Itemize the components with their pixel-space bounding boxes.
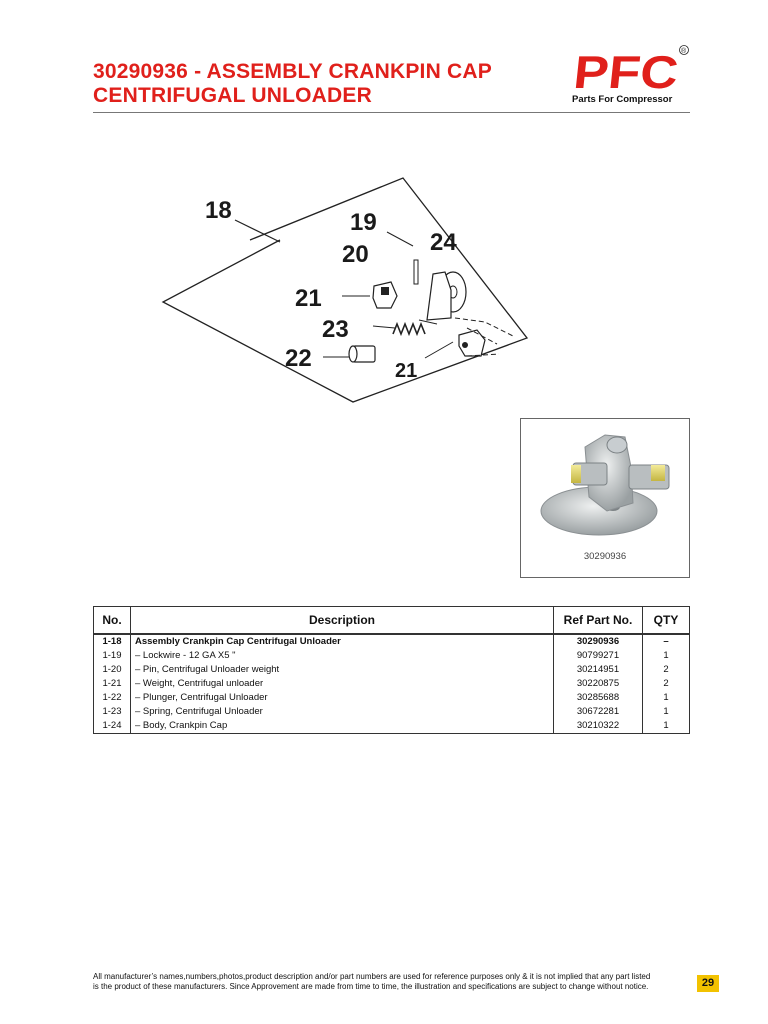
header-qty: QTY [642,606,690,635]
cell-no: 1-18 [93,634,131,649]
logo-text: PFC [572,46,681,98]
cell-ref: 30210322 [553,719,643,734]
cell-description: Assembly Crankpin Cap Centrifugal Unload… [130,634,554,649]
cell-qty: 1 [642,691,690,705]
cell-qty: – [642,634,690,649]
header-no: No. [93,606,131,635]
table-row: 1-23 – Spring, Centrifugal Unloader 3067… [93,705,690,719]
assembly-dashes [454,317,514,357]
disclaimer-line-2: is the product of these manufacturers. S… [93,982,649,991]
table-row: 1-24 – Body, Crankpin Cap 30210322 1 [93,719,690,734]
logo-tagline: Parts For Compressor [572,94,673,105]
part-weight-right [458,329,486,357]
part-spring [392,321,426,337]
table-row: 1-19 – Lockwire - 12 GA X5 " 90799271 1 [93,649,690,663]
callout-22: 22 [285,345,312,372]
table-row: 1-18 Assembly Crankpin Cap Centrifugal U… [93,634,690,649]
registered-mark-ring [679,45,689,55]
page-number-badge: 29 [697,975,719,992]
part-plunger [348,345,376,363]
table-row: 1-22 – Plunger, Centrifugal Unloader 302… [93,691,690,705]
leader-23 [372,325,396,329]
part-body-crankpin-cap [418,271,467,325]
cell-qty: 2 [642,677,690,691]
cell-description: – Weight, Centrifugal unloader [130,677,554,691]
cell-no: 1-24 [93,719,131,734]
cell-no: 1-22 [93,691,131,705]
table-header-row: No. Description Ref Part No. QTY [93,606,690,635]
cell-qty: 1 [642,649,690,663]
cell-qty: 1 [642,719,690,734]
photo-caption: 30290936 [583,551,627,562]
cell-description: – Lockwire - 12 GA X5 " [130,649,554,663]
leader-18 [234,219,281,243]
part-weight-left [372,281,398,309]
cell-description: – Spring, Centrifugal Unloader [130,705,554,719]
parts-table: No. Description Ref Part No. QTY 1-18 As… [93,606,690,734]
callout-20: 20 [342,241,369,268]
cell-ref: 30290936 [553,634,643,649]
leader-21-right [424,341,454,359]
cell-qty: 1 [642,705,690,719]
cell-qty: 2 [642,663,690,677]
cell-ref: 30220875 [553,677,643,691]
callout-23: 23 [322,316,349,343]
product-photo [540,434,670,536]
registered-mark: ® [681,47,687,55]
cell-ref: 30285688 [553,691,643,705]
cell-no: 1-21 [93,677,131,691]
header-divider [93,112,690,113]
part-lockwire-pin [413,259,419,285]
header-ref-part-no: Ref Part No. [553,606,643,635]
leader-19 [386,231,414,247]
pfc-logo: PFC ® [572,45,689,98]
cell-no: 1-23 [93,705,131,719]
title-line-2: CENTRIFUGAL UNLOADER [93,84,372,107]
disclaimer-line-1: All manufacturer’s names,numbers,photos,… [93,972,651,981]
callout-21-right: 21 [395,360,417,382]
callout-18: 18 [205,197,232,224]
cell-description: – Body, Crankpin Cap [130,719,554,734]
footer-disclaimer: All manufacturer’s names,numbers,photos,… [93,972,693,992]
title-line-1: 30290936 - ASSEMBLY CRANKPIN CAP [93,60,492,83]
cell-description: – Plunger, Centrifugal Unloader [130,691,554,705]
diagram-frame [161,177,529,403]
cell-ref: 30214951 [553,663,643,677]
page-title: 30290936 - ASSEMBLY CRANKPIN CAP CENTRIF… [93,60,553,108]
header-description: Description [130,606,554,635]
table-row: 1-21 – Weight, Centrifugal unloader 3022… [93,677,690,691]
cell-ref: 30672281 [553,705,643,719]
cell-ref: 90799271 [553,649,643,663]
product-photo-box: 30290936 [520,418,690,578]
cell-no: 1-20 [93,663,131,677]
table-row: 1-20 – Pin, Centrifugal Unloader weight … [93,663,690,677]
callout-21-left: 21 [295,285,322,312]
exploded-diagram: 18 19 20 24 21 23 22 21 [161,177,529,403]
callout-24: 24 [430,229,457,256]
cell-description: – Pin, Centrifugal Unloader weight [130,663,554,677]
callout-19: 19 [350,209,377,236]
cell-no: 1-19 [93,649,131,663]
